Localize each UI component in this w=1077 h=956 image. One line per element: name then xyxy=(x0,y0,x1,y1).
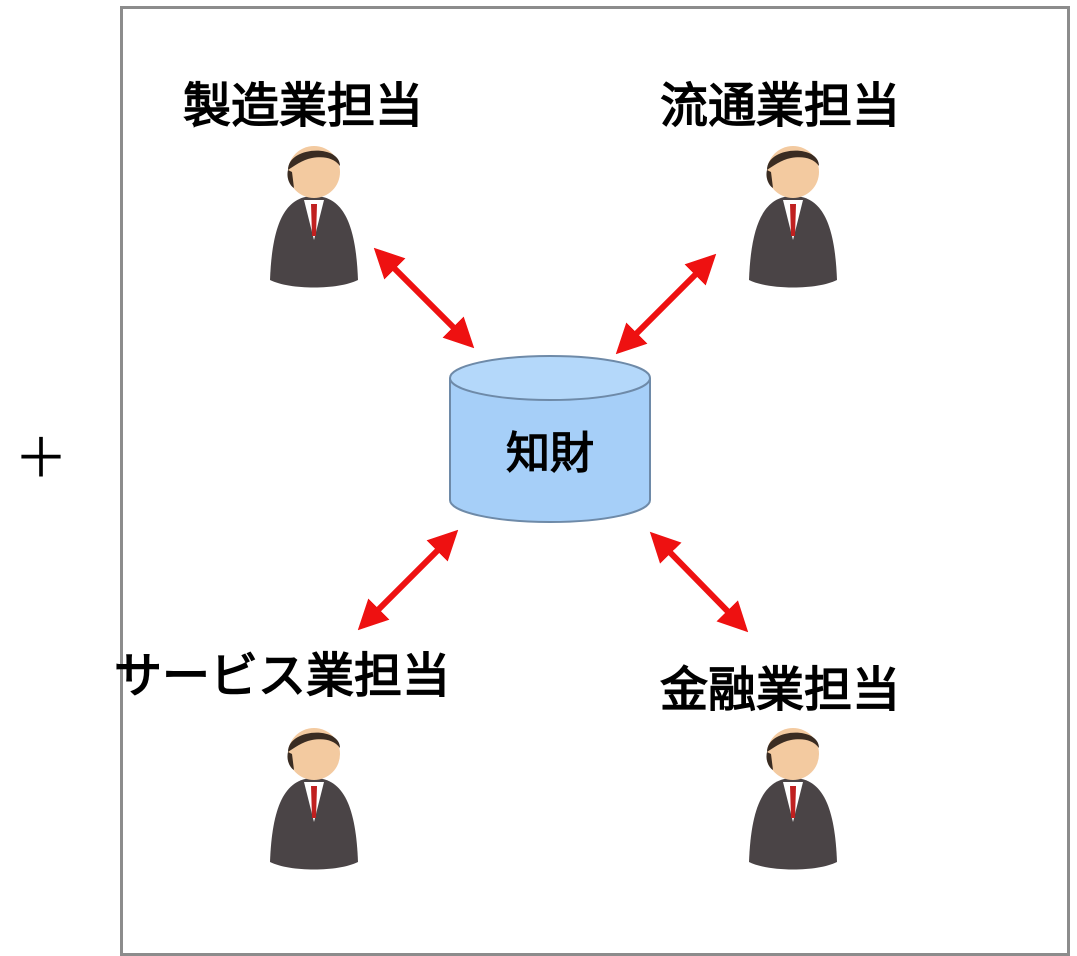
arrow-service xyxy=(357,529,459,631)
businessman-icon xyxy=(270,146,358,288)
businessman-icon xyxy=(749,146,837,288)
businessman-icon xyxy=(749,728,837,870)
arrow-finance xyxy=(649,531,749,633)
role-label-manufacturing: 製造業担当 xyxy=(183,78,424,134)
role-label-service: サービス業担当 xyxy=(114,648,451,704)
database-cylinder-icon xyxy=(449,355,651,523)
plus-sign: ＋ xyxy=(14,427,68,490)
arrow-distribution xyxy=(615,253,717,355)
database-label: 知財 xyxy=(506,428,594,479)
role-label-finance: 金融業担当 xyxy=(660,662,901,718)
arrow-manufacturing xyxy=(373,247,475,349)
businessman-icon xyxy=(270,728,358,870)
role-label-distribution: 流通業担当 xyxy=(660,78,901,134)
